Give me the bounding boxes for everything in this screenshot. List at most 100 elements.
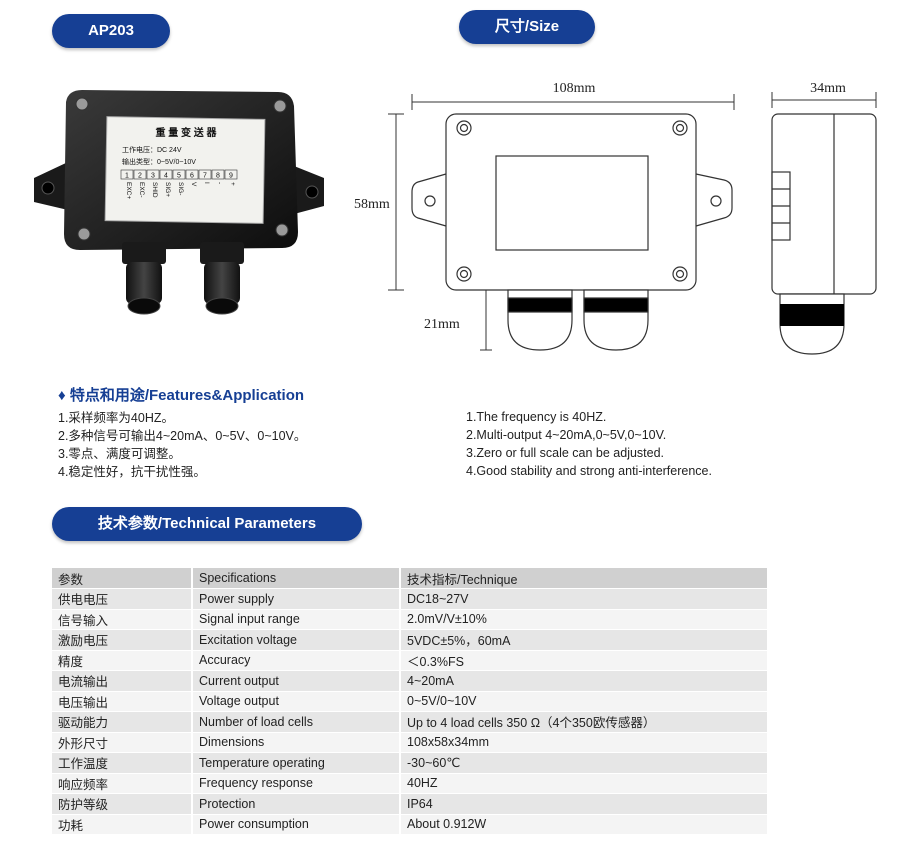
table-cell: 电压输出 bbox=[52, 691, 192, 712]
dimension-gland-label: 21mm bbox=[424, 317, 460, 332]
feature-item: 1.The frequency is 40HZ. bbox=[466, 410, 607, 424]
terminal-label: EXC+ bbox=[125, 182, 132, 199]
product-label-voltage: 工作电压：DC 24V bbox=[122, 145, 182, 154]
table-cell: Up to 4 load cells 350 Ω（4个350欧传感器） bbox=[399, 711, 767, 733]
product-label-output: 输出类型：0~5V/0~10V bbox=[122, 157, 196, 166]
terminal-number: 3 bbox=[151, 173, 155, 180]
table-cell: 0~5V/0~10V bbox=[399, 691, 767, 712]
table-cell: 40HZ bbox=[399, 773, 767, 794]
features-list-cn: 1.采样频率为40HZ。 2.多种信号可输出4~20mA、0~5V、0~10V。… bbox=[58, 409, 306, 481]
table-cell: 驱动能力 bbox=[52, 711, 192, 733]
terminal-label: EXC- bbox=[138, 182, 145, 198]
feature-item: 4.稳定性好，抗干扰性强。 bbox=[58, 465, 206, 479]
terminal-number: 7 bbox=[203, 173, 207, 180]
feature-item: 3.零点、满度可调整。 bbox=[58, 447, 181, 461]
dimension-drawing: 108mm 58mm 21mm 34mm bbox=[354, 81, 877, 355]
table-header-cell: 技术指标/Technique bbox=[399, 568, 767, 589]
table-cell: Temperature operating bbox=[191, 752, 400, 774]
terminal-box bbox=[185, 169, 199, 180]
table-cell: IP64 bbox=[399, 793, 767, 815]
terminal-number: 4 bbox=[164, 173, 168, 180]
table-cell: DC18~27V bbox=[399, 588, 767, 610]
table-cell: 供电电压 bbox=[52, 588, 192, 610]
table-header-cell: 参数 bbox=[52, 568, 192, 589]
table-cell: Accuracy bbox=[191, 650, 400, 671]
terminal-label: - bbox=[216, 182, 223, 184]
terminal-box bbox=[211, 169, 225, 180]
dimension-height-label: 58mm bbox=[354, 197, 390, 212]
feature-item: 1.采样频率为40HZ。 bbox=[58, 411, 174, 425]
feature-item: 2.Multi-output 4~20mA,0~5V,0~10V. bbox=[466, 428, 667, 442]
table-cell: Frequency response bbox=[191, 773, 400, 794]
dimension-width-label: 108mm bbox=[553, 81, 596, 96]
terminal-number: 1 bbox=[125, 173, 129, 180]
feature-item: 4.Good stability and strong anti-interfe… bbox=[466, 464, 712, 478]
terminal-box bbox=[224, 169, 238, 180]
terminal-number: 8 bbox=[216, 173, 220, 180]
table-cell: 信号输入 bbox=[52, 609, 192, 630]
terminal-number: 9 bbox=[229, 173, 233, 180]
table-cell: 电流输出 bbox=[52, 670, 192, 692]
table-cell: Excitation voltage bbox=[191, 629, 400, 651]
table-cell: 外形尺寸 bbox=[52, 732, 192, 753]
terminal-numbers: 1 2 3 4 5 6 7 8 9 bbox=[120, 169, 238, 180]
table-cell: Signal input range bbox=[191, 609, 400, 630]
features-heading-text: 特点和用途/Features&Application bbox=[69, 387, 305, 404]
table-cell: -30~60℃ bbox=[399, 752, 767, 774]
table-cell: Power supply bbox=[191, 588, 400, 610]
terminal-box bbox=[159, 169, 173, 180]
terminal-label: I bbox=[203, 182, 210, 184]
table-cell: Current output bbox=[191, 670, 400, 692]
table-cell: Protection bbox=[191, 793, 400, 815]
table-cell: Voltage output bbox=[191, 691, 400, 712]
table-cell: 激励电压 bbox=[52, 629, 192, 651]
table-cell: 防护等级 bbox=[52, 793, 192, 815]
table-cell: 5VDC±5%，60mA bbox=[399, 629, 767, 651]
feature-item: 2.多种信号可输出4~20mA、0~5V、0~10V。 bbox=[58, 429, 307, 443]
table-cell: 4~20mA bbox=[399, 670, 767, 692]
table-cell: 108x58x34mm bbox=[399, 732, 767, 753]
front-view-body bbox=[445, 113, 697, 291]
terminal-label: SHID bbox=[151, 182, 158, 198]
table-cell: Number of load cells bbox=[191, 711, 400, 733]
params-section-title: 技术参数/Technical Parameters bbox=[52, 507, 362, 541]
table-cell: 精度 bbox=[52, 650, 192, 671]
table-header-cell: Specifications bbox=[191, 568, 400, 589]
terminal-box bbox=[120, 169, 134, 180]
product-photo: 重 量 变 送 器 工作电压：DC 24V 输出类型：0~5V/0~10V 1 2… bbox=[34, 90, 324, 315]
table-cell: Dimensions bbox=[191, 732, 400, 753]
table-cell: 工作温度 bbox=[52, 752, 192, 774]
table-cell: About 0.912W bbox=[399, 814, 767, 835]
table-cell: Power consumption bbox=[191, 814, 400, 835]
product-label-title: 重 量 变 送 器 bbox=[155, 126, 217, 139]
table-header-row: 参数 Specifications 技术指标/Technique bbox=[52, 568, 767, 589]
terminal-number: 2 bbox=[138, 173, 142, 180]
feature-item: 3.Zero or full scale can be adjusted. bbox=[466, 446, 665, 460]
diamond-bullet-icon: ♦ bbox=[58, 387, 70, 404]
table-cell: ＜0.3%FS bbox=[399, 650, 767, 671]
dimension-depth-label: 34mm bbox=[810, 81, 846, 96]
terminal-label: SIG+ bbox=[164, 182, 171, 197]
terminal-number: 6 bbox=[190, 173, 194, 180]
table-cell: 2.0mV/V±10% bbox=[399, 609, 767, 630]
features-list-en: 1.The frequency is 40HZ. 2.Multi-output … bbox=[466, 408, 712, 480]
size-section-title: 尺寸/Size bbox=[459, 10, 595, 44]
terminal-number: 5 bbox=[177, 173, 181, 180]
terminal-label: SIG- bbox=[177, 182, 184, 195]
table-cell: 功耗 bbox=[52, 814, 192, 835]
terminal-box bbox=[146, 169, 160, 180]
features-heading: ♦ 特点和用途/Features&Application bbox=[58, 384, 304, 405]
terminal-label: + bbox=[229, 182, 236, 186]
